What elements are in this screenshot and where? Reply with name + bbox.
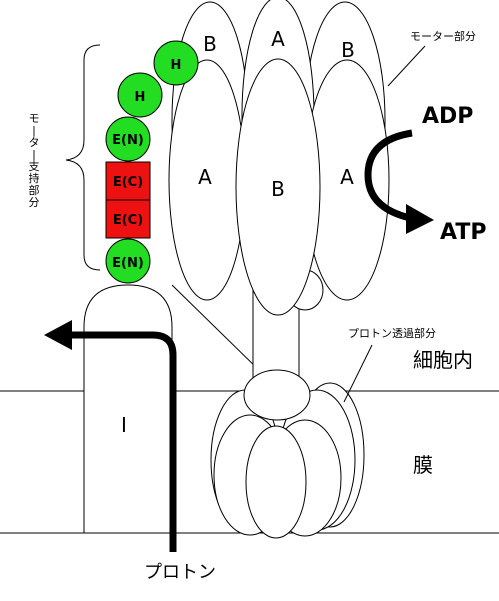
motor-part-leader [387, 45, 426, 87]
motor-support-char: | [32, 124, 36, 137]
proton-label: プロトン [144, 562, 216, 583]
motor-support-brace [65, 44, 101, 271]
motor-support-char: タ [29, 136, 40, 149]
intracellular-label: 細胞内 [413, 348, 473, 372]
motor-part-label: モーター部分 [410, 29, 476, 43]
motor-support-char: モ [29, 112, 40, 125]
stalk-subunit-shape [105, 238, 151, 284]
stalk-subunit-shape [105, 161, 151, 201]
a-right-label: A [340, 165, 354, 189]
a-top-center-label: A [271, 27, 285, 51]
stalk-subunit-h-2: H [117, 72, 163, 118]
a-left-label: A [198, 165, 212, 189]
motor-support-char: 部 [29, 183, 40, 197]
stalk-subunit-label: H [135, 90, 146, 105]
stalk-subunit-shape [153, 40, 199, 86]
rotor-c-ring-front [245, 425, 307, 539]
stalk-subunit-label: E(N) [112, 133, 144, 148]
b-center-label: B [271, 177, 285, 201]
stalk-subunit-en-top: E(N) [105, 116, 151, 162]
stalk-subunit-label: E(C) [113, 213, 143, 228]
motor-support-char: | [32, 148, 36, 161]
stator-connector-line [171, 284, 266, 377]
stalk-subunit-en-bottom: E(N) [105, 238, 151, 284]
rotor-d-subunit [243, 369, 311, 421]
stalk-subunit-label: E(C) [113, 175, 143, 190]
stalk-subunit-ec-1: E(C) [105, 161, 151, 201]
adp-atp-arrow-curve [364, 129, 413, 222]
stalk-subunit-ec-2: E(C) [105, 199, 151, 239]
b-top-right-label: B [341, 38, 355, 62]
membrane-label: 膜 [413, 453, 433, 477]
proton-path-arrow [70, 331, 177, 552]
proton-transmission-label: プロトン透過部分 [348, 326, 436, 340]
i-subunit-label: I [121, 413, 127, 437]
proton-transmission-leader [343, 344, 373, 403]
stalk-subunit-label: H [171, 58, 182, 73]
motor-support-char: 支 [29, 160, 40, 173]
i-subunit [83, 284, 173, 534]
stalk-subunit-label: E(N) [112, 256, 144, 271]
motor-support-char: 分 [29, 196, 40, 209]
adp-atp-arrow-head [406, 204, 434, 234]
motor-support-char: 持 [29, 171, 40, 185]
stalk-subunit-shape [105, 199, 151, 239]
atp-label: ATP [440, 220, 486, 245]
b-subunit-center [235, 58, 321, 316]
stalk-subunit-shape [117, 72, 163, 118]
stalk-subunit-shape [105, 116, 151, 162]
stalk-subunit-h-1: H [153, 40, 199, 86]
adp-label: ADP [422, 104, 473, 129]
proton-path-arrow-head [44, 320, 72, 350]
b-top-left-label: B [203, 32, 217, 56]
